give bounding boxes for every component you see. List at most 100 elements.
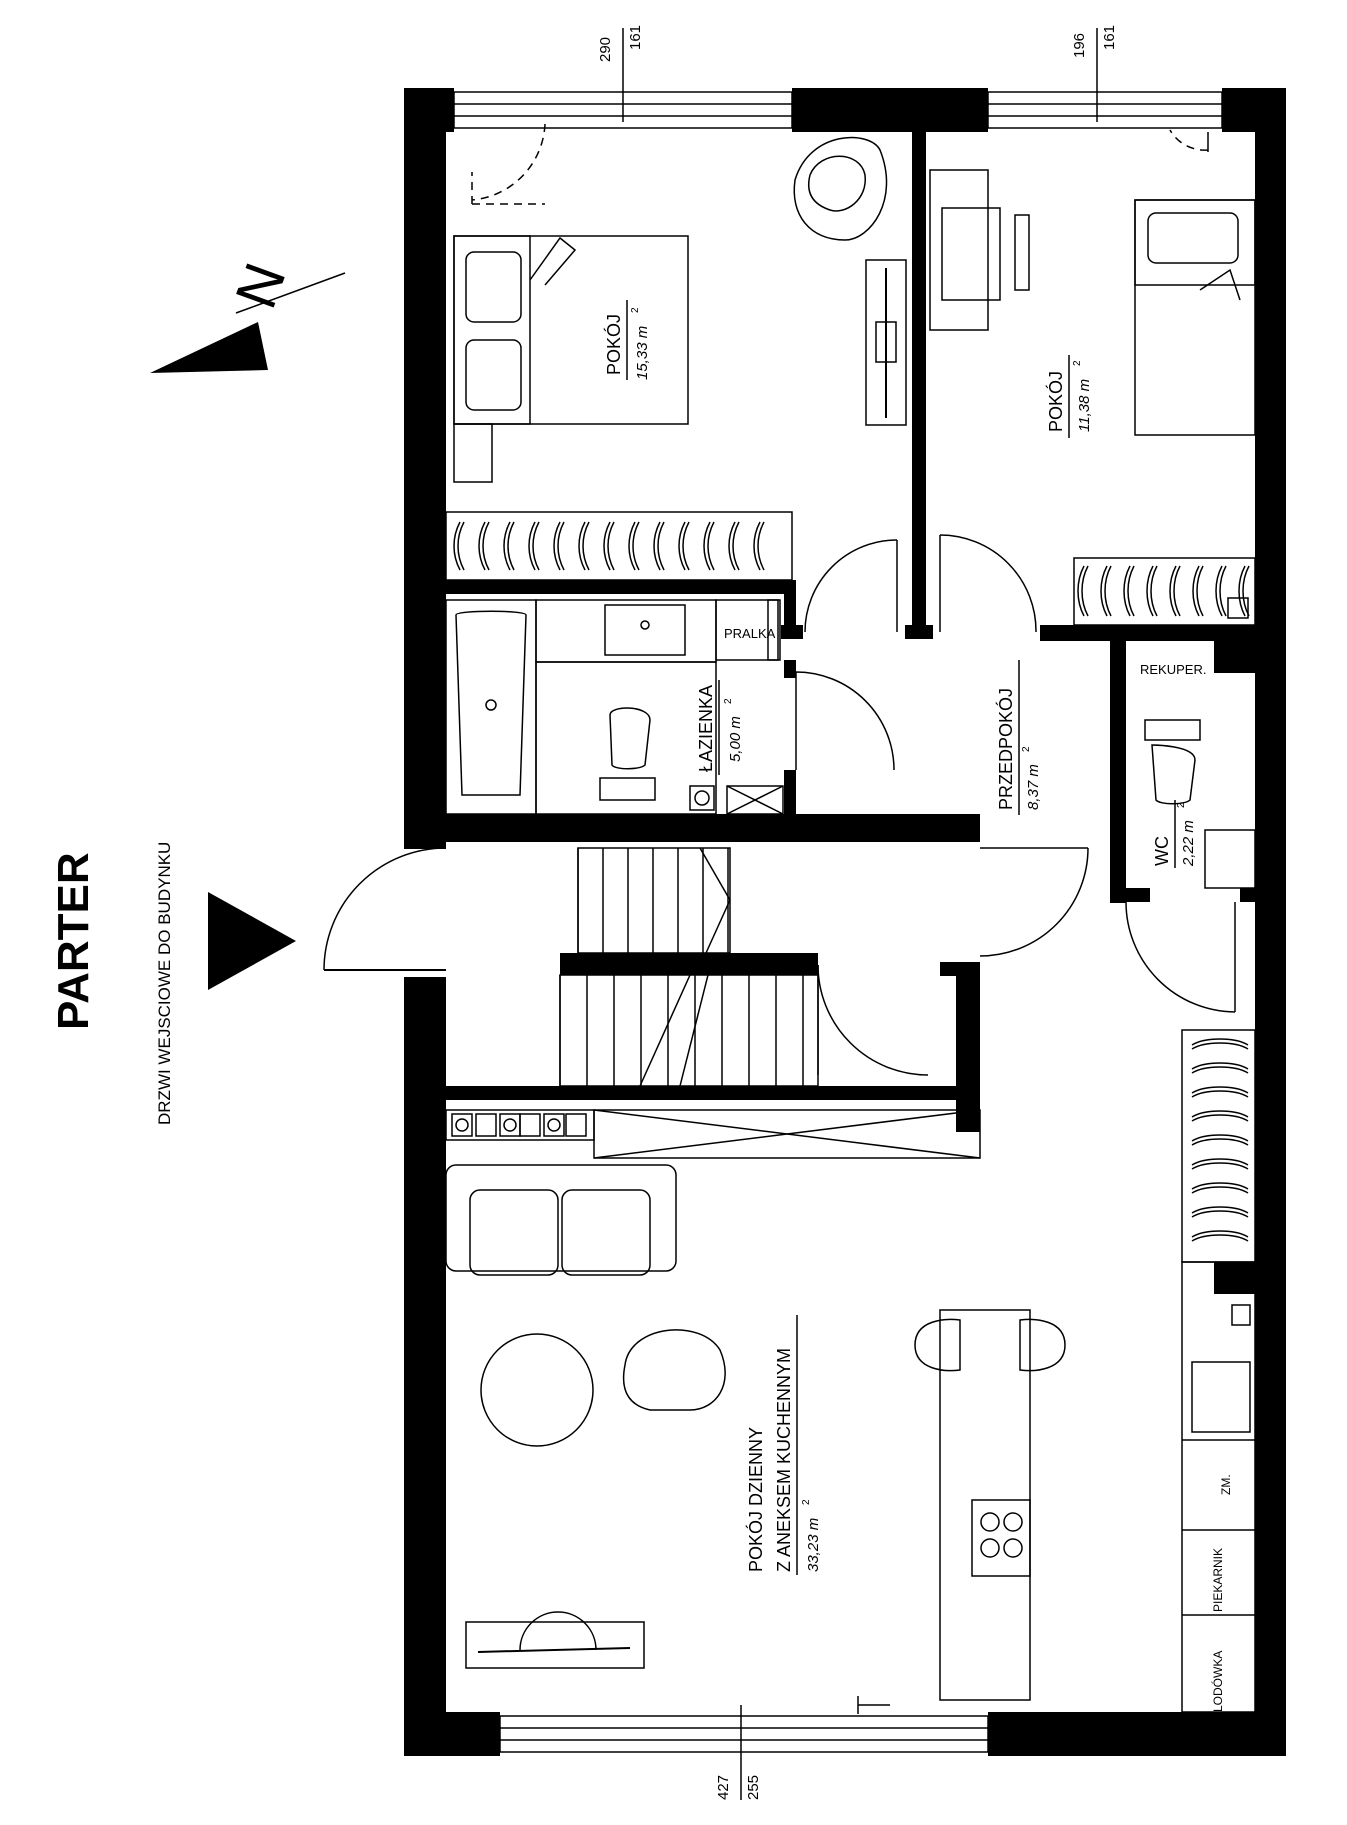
- entrance-door[interactable]: [323, 847, 447, 979]
- door-wc[interactable]: [1125, 901, 1236, 1013]
- door-hall[interactable]: [817, 847, 1089, 1076]
- hanger-icon: [482, 521, 490, 571]
- door-bedroom1[interactable]: [804, 539, 898, 633]
- dimension-bottom: 427 255: [715, 1705, 762, 1800]
- room-area: 5,00 m: [727, 716, 744, 762]
- hanger-icon: [578, 521, 586, 571]
- hanger-icon: [678, 521, 686, 571]
- hanger-icon: [453, 521, 461, 571]
- meter-dial-icon: [503, 1118, 517, 1132]
- washer-label: PRALKA: [724, 626, 776, 641]
- kitchen-island: [939, 1309, 1031, 1701]
- room-area-unit: 2: [1072, 360, 1083, 366]
- recuperator: REKUPER.: [1140, 640, 1256, 677]
- armchair-bedroom1: [793, 136, 888, 241]
- meter-icon: [519, 1113, 541, 1137]
- balcony-door-right: [1169, 129, 1209, 152]
- hanger-icon: [1191, 1062, 1249, 1070]
- hanger-icon: [528, 521, 536, 571]
- hanger-icon: [1150, 565, 1158, 617]
- door-bedroom2[interactable]: [939, 534, 1037, 633]
- hanger-icon: [1191, 1162, 1249, 1170]
- hanger-icon: [1191, 1066, 1249, 1074]
- room-name: POKÓJ: [1045, 371, 1066, 432]
- svg-text:427: 427: [715, 1775, 732, 1800]
- hanger-icon: [1191, 1114, 1249, 1122]
- hanger-icon: [732, 521, 740, 571]
- hanger-icon: [728, 521, 736, 571]
- window-top-left: [453, 91, 793, 129]
- hanger-icon: [457, 521, 465, 571]
- hanger-icon: [1242, 565, 1250, 617]
- hanger-icon: [703, 521, 711, 571]
- bar-stool-right: [1019, 1318, 1066, 1372]
- hanger-icon: [553, 521, 561, 571]
- hanger-icon: [603, 521, 611, 571]
- hanger-icon: [1191, 1138, 1249, 1146]
- meter-icon: [543, 1113, 565, 1137]
- meter-icon: [475, 1113, 497, 1137]
- hanger-icon: [1191, 1186, 1249, 1194]
- room-label-living: POKÓJ DZIENNY Z ANEKSEM KUCHENNYM 33,23 …: [745, 1315, 822, 1575]
- plan-title: PARTER: [49, 852, 98, 1030]
- hanger-icon: [1191, 1182, 1249, 1190]
- meter-icon: [499, 1113, 521, 1137]
- hanger-icon: [1100, 565, 1108, 617]
- meter-icon: [451, 1113, 473, 1137]
- wardrobe-bedroom1: [445, 511, 793, 581]
- room-label-wc: WC 2,22 m 2: [1152, 800, 1197, 868]
- oven-label: PIEKARNIK: [1211, 1548, 1225, 1612]
- hanger-icon: [507, 521, 515, 571]
- hanger-icon: [757, 521, 765, 571]
- recuperator-label: REKUPER.: [1140, 662, 1206, 677]
- door-bathroom[interactable]: [795, 671, 895, 771]
- entrance-arrow-icon: [208, 892, 296, 990]
- tv-stand-bedroom1: [865, 259, 907, 426]
- kitchen-counter: ZM. PIEKARNIK LODÓWKA: [1181, 1261, 1256, 1713]
- hanger-icon: [1219, 565, 1227, 617]
- room-area-unit: 2: [1176, 802, 1187, 808]
- washbasin-bathroom: [535, 599, 717, 663]
- hanger-icon: [707, 521, 715, 571]
- fridge-label: LODÓWKA: [1210, 1651, 1225, 1712]
- washing-machine: PRALKA: [715, 599, 781, 661]
- toilet-wc: [1144, 719, 1201, 805]
- hanger-icon: [1191, 1086, 1249, 1094]
- hanger-icon: [632, 521, 640, 571]
- north-arrow-icon: N: [150, 255, 346, 373]
- room-area-unit: 2: [801, 1499, 812, 1505]
- hanger-icon: [1191, 1206, 1249, 1214]
- room-name: PRZEDPOKÓJ: [995, 688, 1016, 810]
- room-label-bedroom2: POKÓJ 11,38 m 2: [1045, 355, 1093, 438]
- hanger-icon: [1191, 1110, 1249, 1118]
- room-area: 2,22 m: [1180, 820, 1197, 867]
- entrance-label: DRZWI WEJSCIOWE DO BUDYNKU: [155, 842, 174, 1125]
- dimension-top-left: 290 161: [597, 25, 644, 122]
- hanger-icon: [1191, 1210, 1249, 1218]
- hanger-icon: [532, 521, 540, 571]
- hanger-icon: [1146, 565, 1154, 617]
- storage-niche: [593, 1109, 981, 1159]
- bathroom-vent: [689, 785, 784, 815]
- desk-bedroom2: [929, 169, 1030, 331]
- room-name: ŁAZIENKA: [696, 685, 716, 772]
- hanger-icon: [1192, 565, 1200, 617]
- room-area: 33,23 m: [805, 1518, 822, 1572]
- outer-walls: [404, 88, 1286, 1756]
- bathtub: [445, 599, 537, 815]
- staircase: [559, 847, 819, 1087]
- utility-meters: [445, 1109, 595, 1141]
- tv-unit-living: [465, 1611, 645, 1669]
- svg-text:161: 161: [1101, 25, 1118, 50]
- hanger-icon: [1104, 565, 1112, 617]
- hanger-icon: [1191, 1042, 1249, 1050]
- dishwasher-label: ZM.: [1219, 1474, 1233, 1495]
- room-label-bedroom1: POKÓJ 15,33 m 2: [603, 300, 651, 380]
- wardrobe-hall: [1181, 1029, 1256, 1263]
- sofa: [445, 1164, 677, 1276]
- hanger-icon: [503, 521, 511, 571]
- hanger-icon: [1191, 1038, 1249, 1046]
- dimension-top-right: 196 161: [1071, 25, 1118, 122]
- window-top-right: [987, 91, 1223, 129]
